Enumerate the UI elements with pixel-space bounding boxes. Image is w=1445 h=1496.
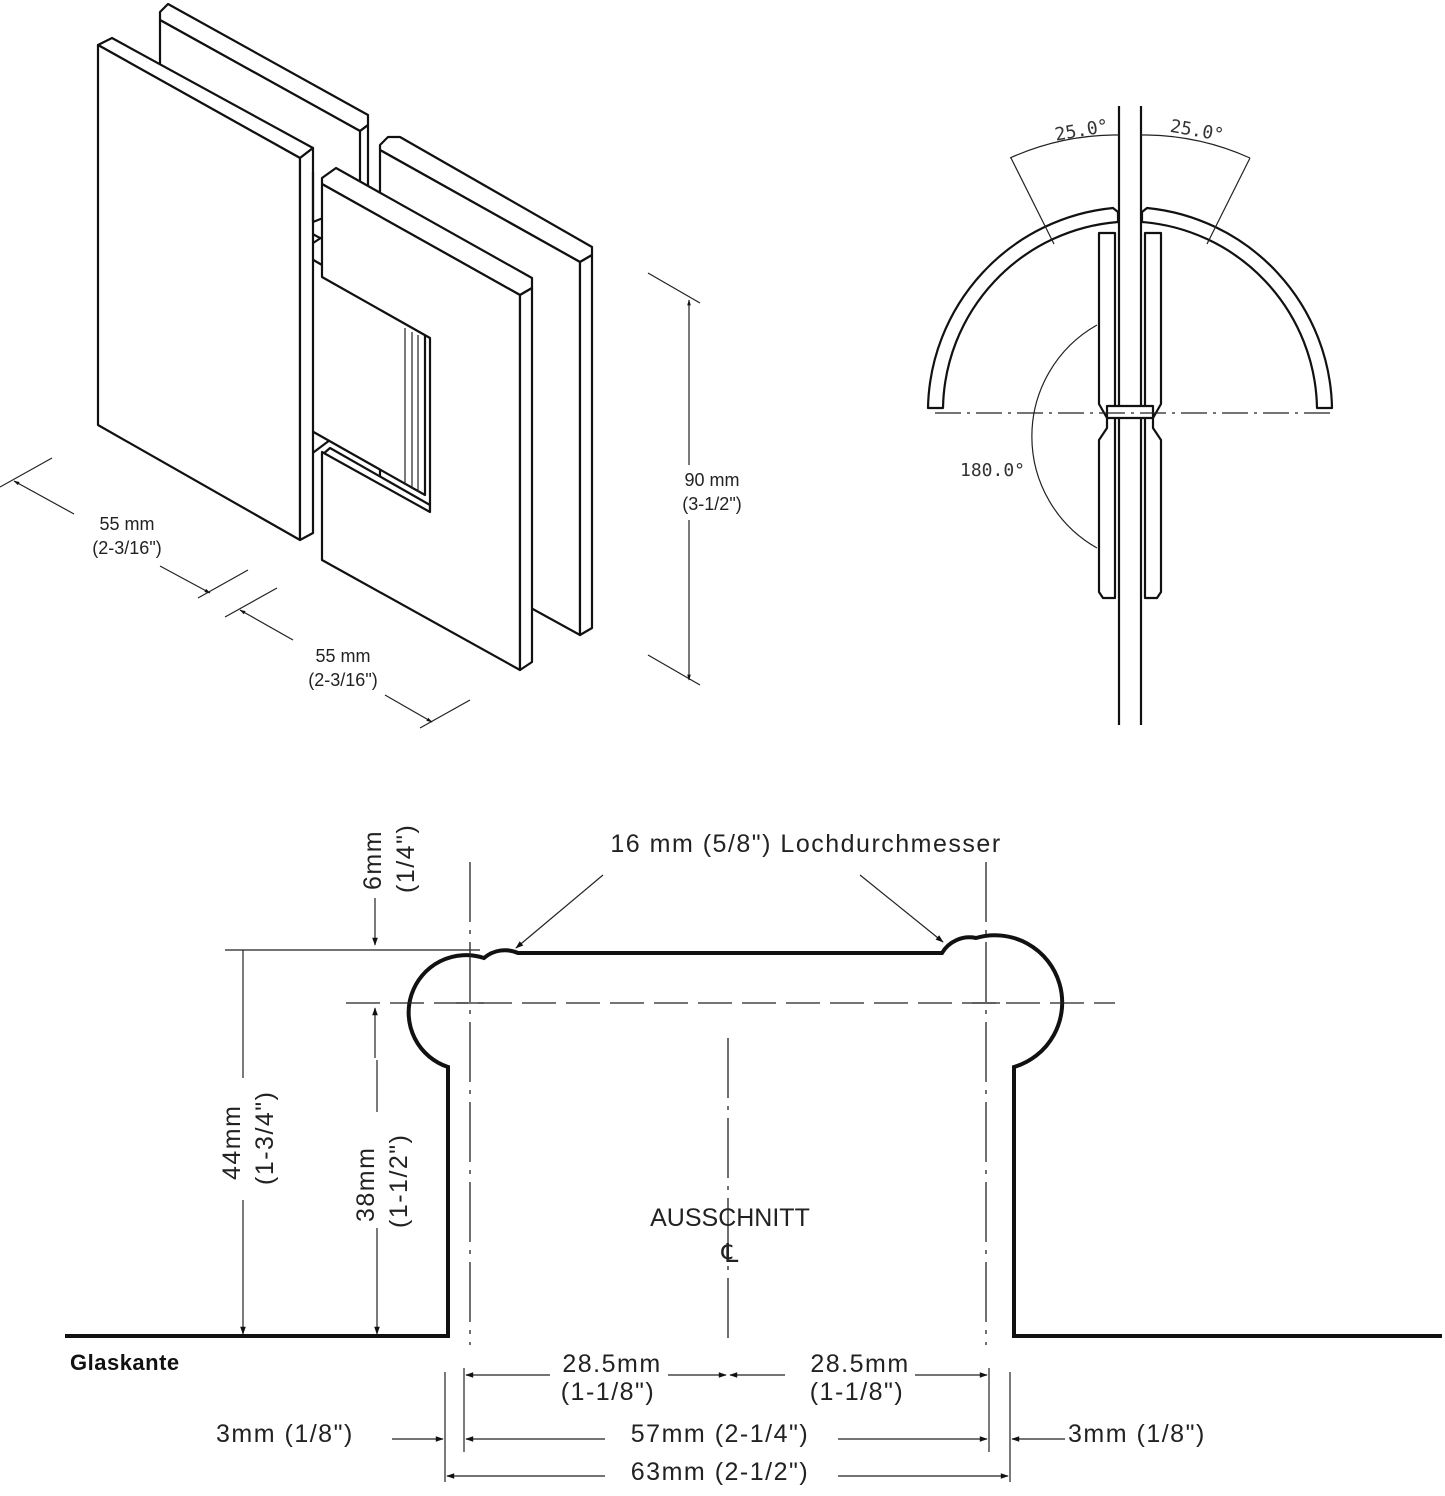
hinge-pin	[1105, 404, 1155, 420]
top-offset-inch: (1/4")	[392, 824, 420, 893]
angle-left-label: 25.0°	[1053, 116, 1110, 146]
height-mm: 90 mm	[684, 470, 739, 490]
cutout-label: AUSSCHNITT	[650, 1204, 810, 1232]
dimension-width-right: 55 mm (2-3/16")	[224, 587, 471, 729]
half-right-inch: (1-1/8")	[810, 1378, 905, 1406]
center-height-inch: (1-1/2")	[385, 1133, 413, 1228]
half-left-inch: (1-1/8")	[561, 1378, 656, 1406]
hole-diameter-label: 16 mm (5/8") Lochdurchmesser	[610, 830, 1001, 858]
dimension-height: 90 mm (3-1/2")	[647, 272, 742, 686]
width-left-inch: (2-3/16")	[92, 538, 161, 558]
outer-width: 63mm (2-1/2")	[631, 1458, 809, 1486]
angle-right-label: 25.0°	[1168, 116, 1225, 146]
half-right-mm: 28.5mm	[810, 1350, 909, 1378]
total-height-inch: (1-3/4")	[251, 1090, 279, 1185]
width-right-mm: 55 mm	[315, 646, 370, 666]
width-left-mm: 55 mm	[99, 514, 154, 534]
angle-swing-label: 180.0°	[960, 460, 1025, 481]
front-left-plate	[96, 36, 325, 542]
centerline-symbol: ℄	[721, 1238, 739, 1268]
width-right-inch: (2-3/16")	[308, 670, 377, 690]
top-offset-mm: 6mm	[359, 830, 387, 890]
isometric-hinge-view: 55 mm (2-3/16") 55 mm (2-3/16") 90 mm (3…	[0, 2, 742, 729]
door-swing-arc-right	[1140, 206, 1334, 410]
rotation-view: 25.0° 25.0° 180.0°	[926, 106, 1334, 725]
door-swing-arc-left	[926, 206, 1120, 410]
dimension-width-left: 55 mm (2-3/16")	[0, 457, 249, 599]
cutout-outline	[406, 933, 1065, 1336]
height-inch: (3-1/2")	[682, 494, 741, 514]
inner-width: 57mm (2-1/4")	[631, 1420, 809, 1448]
glass-edge-label: Glaskante	[70, 1350, 180, 1375]
swing-180-arc	[1031, 324, 1098, 549]
half-left-mm: 28.5mm	[562, 1350, 661, 1378]
clearance-right: 3mm (1/8")	[1068, 1420, 1206, 1448]
clearance-left: 3mm (1/8")	[216, 1420, 354, 1448]
front-right-plate	[320, 166, 534, 672]
total-height-mm: 44mm	[218, 1105, 246, 1180]
center-height-mm: 38mm	[352, 1147, 380, 1222]
cutout-view: AUSSCHNITT ℄ 16 mm (5/8") Lochdurchmesse…	[65, 824, 1442, 1486]
